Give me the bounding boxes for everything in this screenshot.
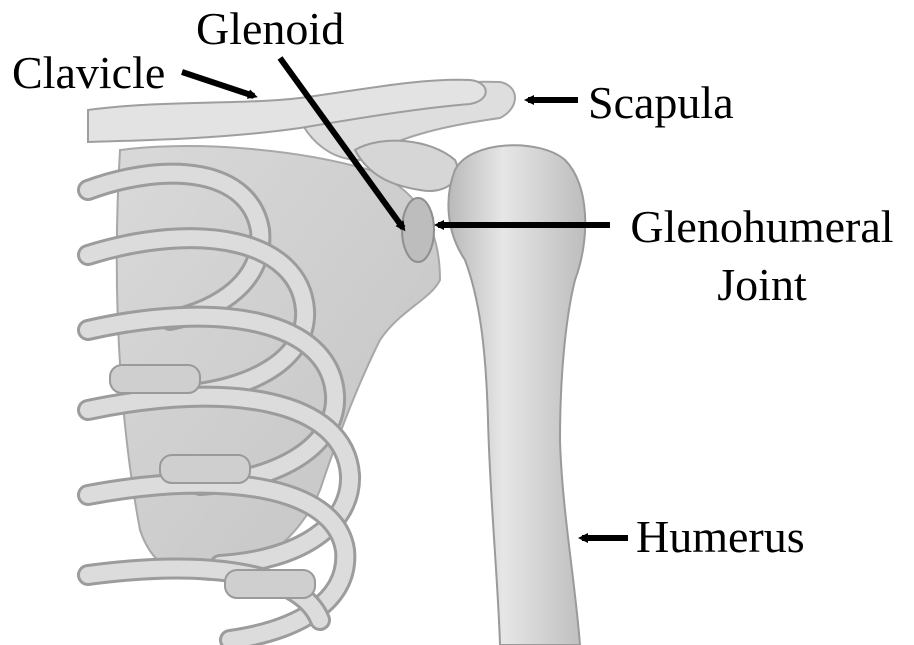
label-glenohumeral-joint: Glenohumeral Joint [620, 204, 904, 308]
label-clavicle: Clavicle [12, 50, 165, 96]
label-glenoid: Glenoid [196, 6, 344, 52]
arrow-clavicle [182, 72, 254, 96]
humerus-bone [448, 145, 585, 645]
label-glenohumeral-line1: Glenohumeral [620, 204, 904, 250]
label-humerus: Humerus [636, 514, 805, 560]
label-scapula: Scapula [588, 80, 734, 126]
label-glenohumeral-line2: Joint [620, 262, 904, 308]
glenoid-fossa [402, 198, 434, 262]
